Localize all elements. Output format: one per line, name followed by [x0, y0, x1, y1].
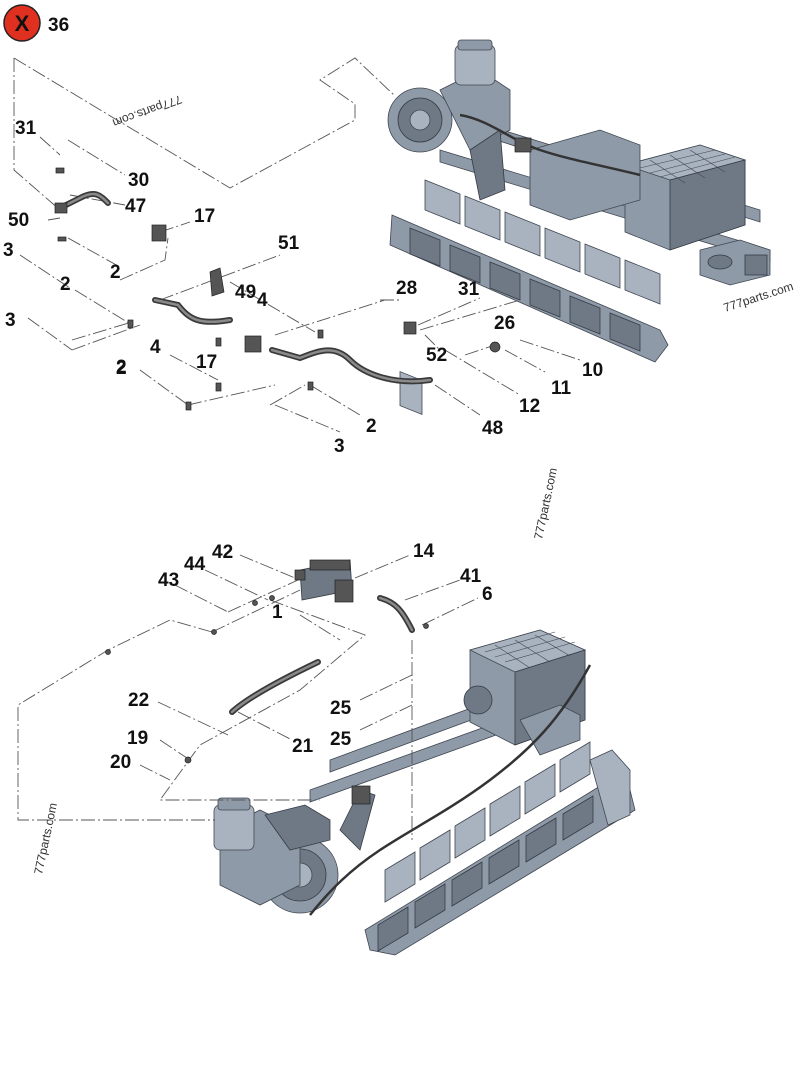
callout[interactable]: 11 — [551, 378, 572, 399]
callout[interactable]: 3 — [334, 436, 345, 457]
callout[interactable]: 3 — [3, 240, 14, 261]
watermark: 777parts.com — [531, 467, 560, 541]
diagram-number: 36 — [48, 15, 69, 36]
leader-lines-top — [13, 57, 581, 433]
callout[interactable]: 31 — [15, 118, 37, 139]
loose-parts-top — [54, 167, 501, 411]
callout[interactable]: 4 — [150, 337, 161, 358]
callouts-top: 31 30 47 50 17 3 2 2 51 49 4 3 2 17 4 2 … — [3, 118, 603, 457]
engine-assembly-bottom — [213, 629, 636, 956]
callout[interactable]: 6 — [482, 584, 493, 605]
leader-lines-bottom — [17, 554, 479, 840]
callout[interactable]: 41 — [460, 566, 482, 587]
callout[interactable]: 48 — [482, 418, 503, 439]
callout[interactable]: 2 — [60, 274, 71, 295]
callout[interactable]: 17 — [194, 206, 215, 227]
close-glyph: X — [15, 11, 30, 36]
loose-parts-bottom — [105, 559, 429, 764]
callout[interactable]: 44 — [184, 554, 206, 575]
callout[interactable]: 47 — [125, 196, 146, 217]
callout[interactable]: 12 — [519, 396, 540, 417]
callout[interactable]: 43 — [158, 570, 179, 591]
callout[interactable]: 25 — [330, 698, 352, 719]
callout[interactable]: 2 — [366, 416, 377, 437]
callout[interactable]: 30 — [128, 170, 149, 191]
callout[interactable]: 49 — [235, 282, 256, 303]
callout[interactable]: 25 — [330, 729, 352, 750]
callout[interactable]: 26 — [494, 313, 515, 334]
engine-assembly-top — [387, 39, 771, 416]
callout[interactable]: 20 — [110, 752, 131, 773]
callout[interactable]: 22 — [128, 690, 149, 711]
close-icon[interactable] — [3, 4, 41, 42]
callout[interactable]: 42 — [212, 542, 233, 563]
callout[interactable]: 1 — [272, 602, 283, 623]
callout[interactable]: 17 — [196, 352, 217, 373]
callout[interactable]: 2 — [116, 357, 127, 378]
callout[interactable]: 28 — [396, 278, 417, 299]
callout[interactable]: 2 — [110, 262, 121, 283]
callout[interactable]: 10 — [582, 360, 603, 381]
callout[interactable]: 51 — [278, 233, 300, 254]
callout[interactable]: 4 — [257, 290, 268, 311]
watermark: 777parts.com — [31, 802, 60, 876]
callouts-bottom: 42 44 43 14 41 6 1 22 19 20 21 25 25 — [110, 541, 493, 773]
callout[interactable]: 19 — [127, 728, 148, 749]
watermark: 777parts.com — [111, 92, 184, 130]
callout[interactable]: 52 — [426, 345, 447, 366]
callout[interactable]: 2 — [116, 358, 127, 379]
callout[interactable]: 14 — [413, 541, 435, 562]
callout[interactable]: 21 — [292, 736, 314, 757]
callout[interactable]: 3 — [5, 310, 16, 331]
close-badge[interactable]: X 36 — [3, 4, 69, 42]
callout[interactable]: 50 — [8, 210, 29, 231]
callout[interactable]: 31 — [458, 279, 480, 300]
